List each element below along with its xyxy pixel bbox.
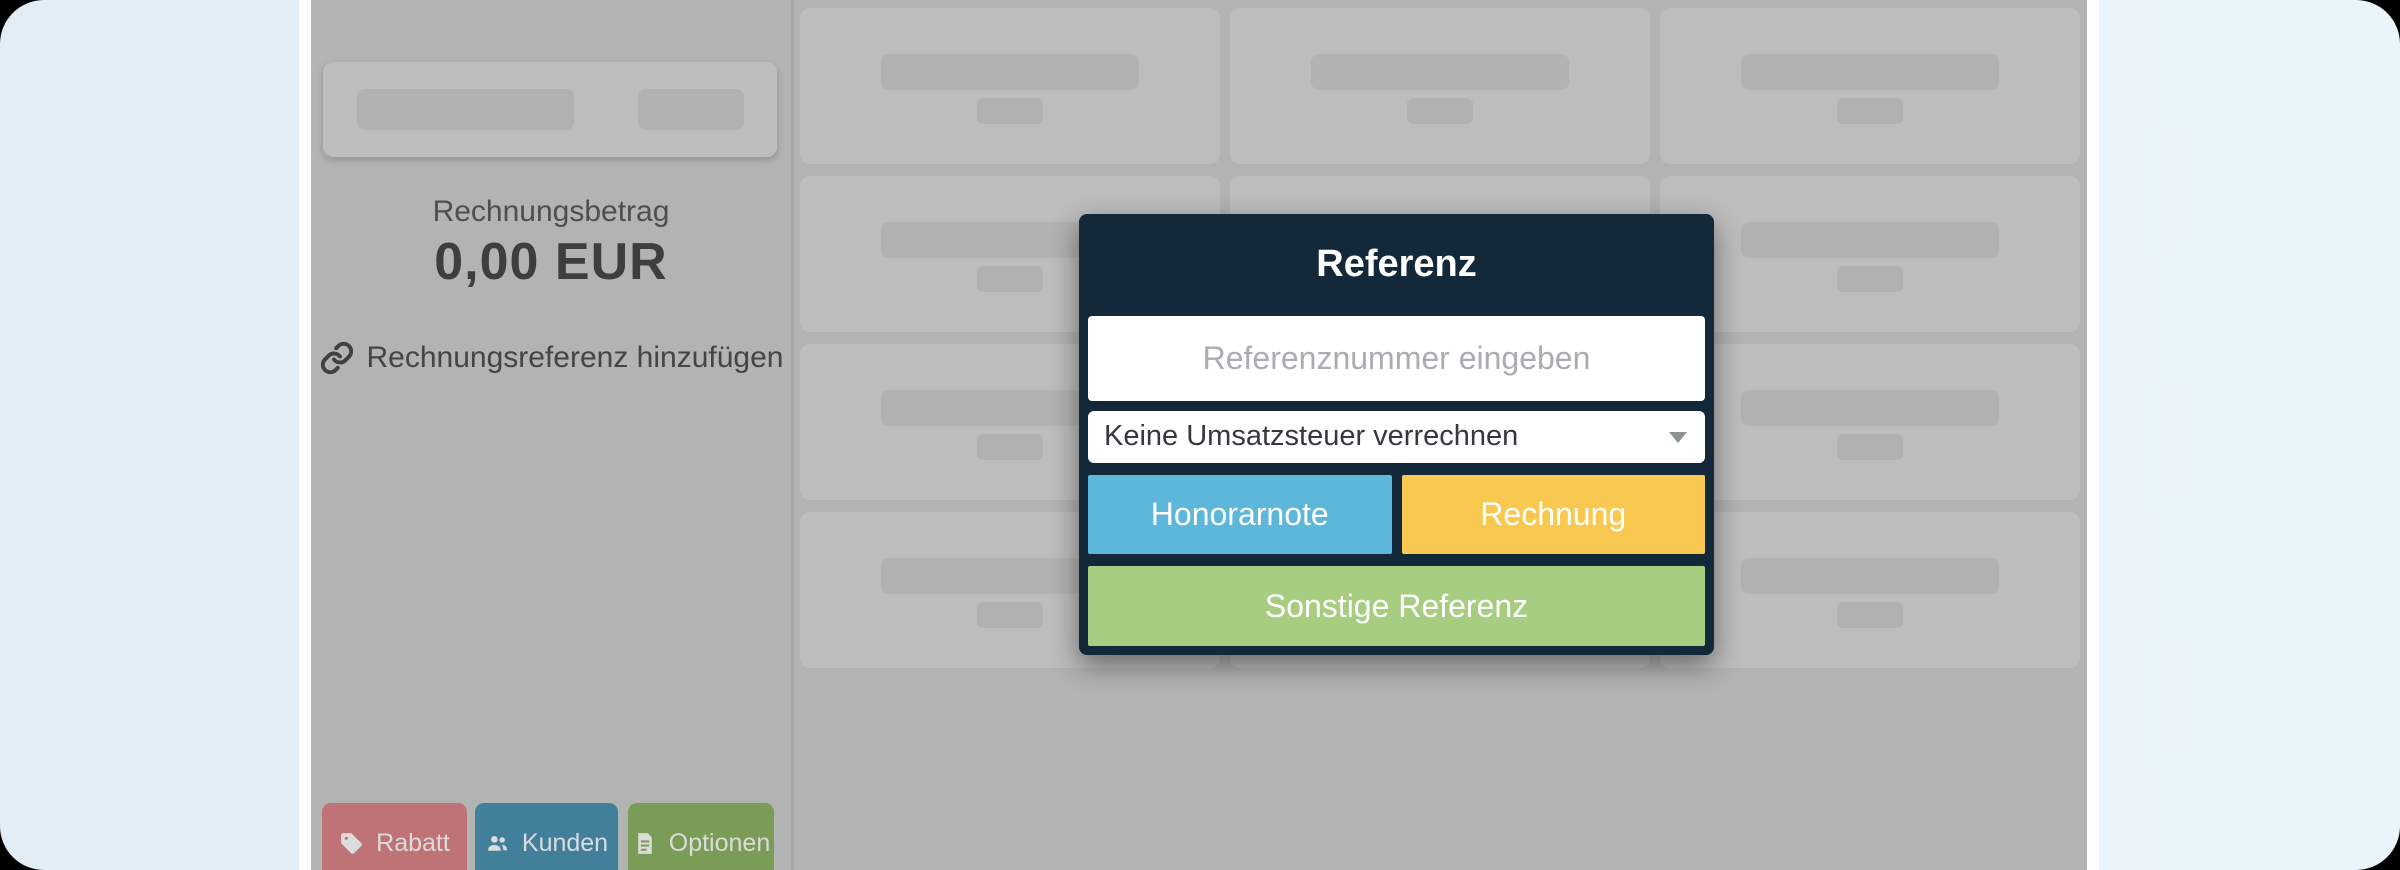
skeleton-bar [977, 434, 1043, 460]
product-tile-placeholder [1660, 512, 2080, 668]
skeleton-bar [977, 266, 1043, 292]
skeleton-bar [638, 89, 744, 130]
skeleton-bar [1407, 98, 1473, 124]
skeleton-bar [1741, 222, 1999, 258]
skeleton-bar [1741, 558, 1999, 594]
skeleton-bar [881, 54, 1139, 90]
reference-number-input[interactable] [1088, 315, 1705, 402]
sonstige-referenz-button[interactable]: Sonstige Referenz [1088, 566, 1705, 646]
options-button[interactable]: Optionen [628, 803, 774, 870]
rechnung-button[interactable]: Rechnung [1401, 474, 1705, 555]
add-invoice-reference-link[interactable]: Rechnungsreferenz hinzufügen [311, 340, 791, 376]
skeleton-bar [1837, 266, 1903, 292]
skeleton-bar [977, 98, 1043, 124]
skeleton-bar [357, 89, 574, 130]
tax-select[interactable]: Keine Umsatzsteuer verrechnen [1088, 411, 1705, 463]
skeleton-bar [1837, 98, 1903, 124]
customers-button-label: Kunden [521, 828, 609, 857]
modal-title: Referenz [1316, 243, 1477, 286]
link-icon [320, 341, 353, 375]
document-icon [638, 832, 652, 854]
product-tile-placeholder [800, 8, 1220, 164]
invoice-amount-label: Rechnungsbetrag [432, 195, 670, 228]
discount-button-label: Rabatt [376, 828, 450, 857]
skeleton-bar [977, 602, 1043, 628]
add-invoice-reference-label: Rechnungsreferenz hinzufügen [366, 341, 784, 374]
skeleton-bar [1311, 54, 1569, 90]
honorarnote-button[interactable]: Honorarnote [1088, 474, 1392, 555]
tax-select-value: Keine Umsatzsteuer verrechnen [1104, 420, 1519, 453]
invoice-amount-value: 0,00 EUR [434, 233, 668, 291]
invoice-panel: Rechnungsbetrag 0,00 EUR Rechnungsrefere… [311, 0, 791, 870]
chevron-down-icon [1669, 431, 1687, 443]
skeleton-bar [1741, 54, 1999, 90]
customers-button[interactable]: Kunden [475, 803, 618, 870]
skeleton-bar [1837, 434, 1903, 460]
skeleton-bar [1741, 390, 1999, 426]
product-tile-placeholder [1230, 8, 1650, 164]
panel-divider [791, 0, 794, 870]
discount-button[interactable]: Rabatt [322, 803, 467, 870]
product-tile-placeholder [1660, 176, 2080, 332]
cart-item-skeleton-card [323, 62, 777, 157]
reference-modal: Referenz Keine Umsatzsteuer verrechnen H… [1079, 214, 1714, 655]
skeleton-bar [1837, 602, 1903, 628]
product-tile-placeholder [1660, 8, 2080, 164]
modal-backdrop: Rechnungsbetrag 0,00 EUR Rechnungsrefere… [311, 0, 2087, 870]
options-button-label: Optionen [668, 828, 771, 857]
users-icon [488, 835, 507, 851]
pos-window: Rechnungsbetrag 0,00 EUR Rechnungsrefere… [299, 0, 2099, 870]
product-tile-placeholder [1660, 344, 2080, 500]
tag-icon [341, 832, 363, 854]
